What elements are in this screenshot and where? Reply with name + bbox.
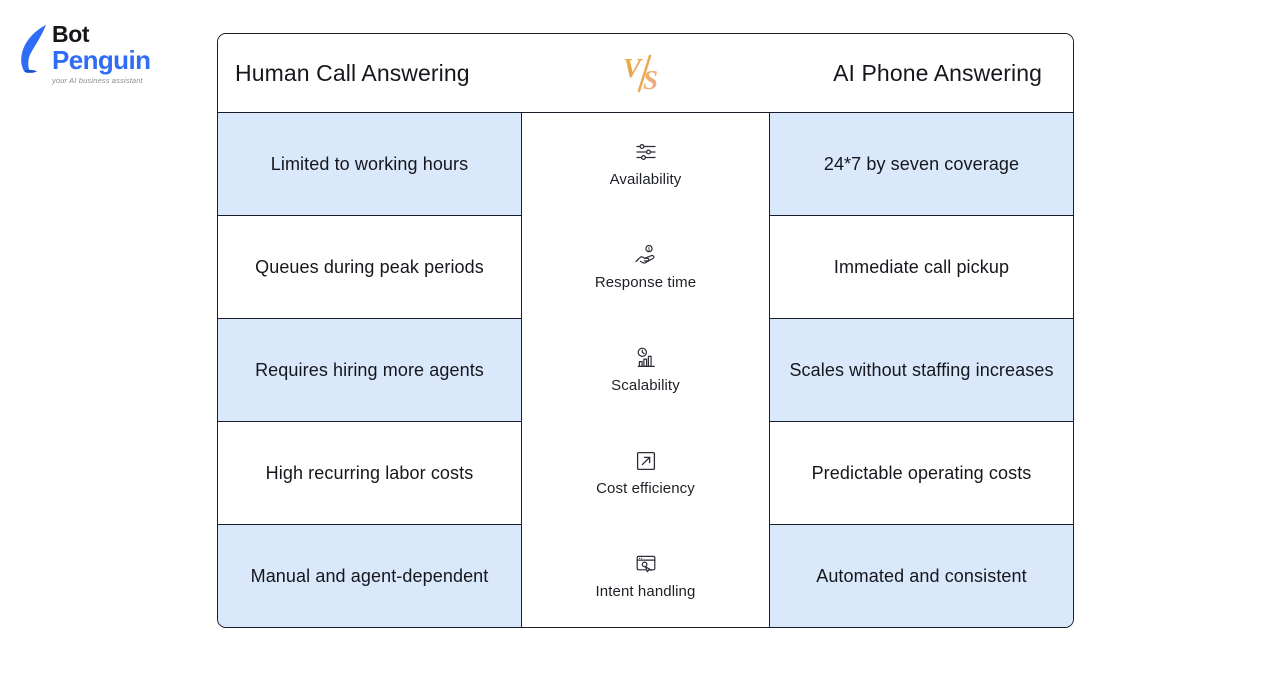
feature-row-intent-handling: Intent handling [522,524,769,627]
table-row: Manual and agent-dependent [218,525,521,627]
brand-tagline: your AI business assistant [52,76,143,85]
page-title-human: Human Call Answering [235,59,470,86]
table-row: Immediate call pickup [770,216,1073,319]
penguin-icon [16,24,50,74]
table-row: Queues during peak periods [218,216,521,319]
feature-row-cost-efficiency: Cost efficiency [522,421,769,525]
feature-row-scalability: Scalability [522,318,769,422]
brand-logo: Bot Penguin your AI business assistant [16,22,186,84]
hand-coin-icon: $ [634,243,658,267]
svg-text:V: V [623,53,643,83]
feature-row-response-time: $ Response time [522,215,769,319]
column-human: Limited to working hours Queues during p… [218,113,521,627]
table-row: 24*7 by seven coverage [770,113,1073,216]
cell-left-2: Requires hiring more agents [255,359,484,380]
cell-right-2: Scales without staffing increases [789,359,1054,380]
feature-label-availability: Availability [609,171,682,189]
comparison-table: Human Call Answering [217,33,1074,628]
comparison-table-wrapper: Human Call Answering [217,33,1074,628]
table-row: Predictable operating costs [770,422,1073,525]
brand-wordmark: Bot Penguin your AI business assistant [52,21,151,85]
sliders-icon [634,140,658,164]
feature-row-availability: Availability [522,113,769,216]
feature-label-scalability: Scalability [611,376,680,394]
svg-text:S: S [643,65,658,95]
cell-left-4: Manual and agent-dependent [250,565,489,586]
cell-right-4: Automated and consistent [816,565,1027,586]
cell-left-1: Queues during peak periods [255,256,484,277]
feature-label-response-time: Response time [594,274,697,292]
cell-left-0: Limited to working hours [270,153,469,174]
page-title-ai: AI Phone Answering [833,59,1042,86]
browser-click-icon [634,552,658,576]
table-body: Limited to working hours Queues during p… [218,113,1073,627]
arrow-up-right-box-icon [634,449,658,473]
column-features: Availability $ Response time [521,113,770,627]
vs-badge-icon: V S [620,49,672,97]
table-row: Automated and consistent [770,525,1073,627]
column-ai: 24*7 by seven coverage Immediate call pi… [770,113,1073,627]
header-cell-right: AI Phone Answering [770,60,1073,87]
table-row: Scales without staffing increases [770,319,1073,422]
table-header-row: Human Call Answering [218,34,1073,113]
cell-right-1: Immediate call pickup [833,256,1010,277]
svg-text:$: $ [647,247,650,252]
table-row: High recurring labor costs [218,422,521,525]
cell-right-0: 24*7 by seven coverage [823,153,1020,174]
cell-right-3: Predictable operating costs [811,462,1032,483]
table-row: Limited to working hours [218,113,521,216]
feature-label-cost-efficiency: Cost efficiency [596,479,695,497]
cell-left-3: High recurring labor costs [265,462,474,483]
brand-name-bot: Bot [52,21,90,47]
brand-name-penguin: Penguin [52,45,151,75]
header-cell-left: Human Call Answering [218,60,521,87]
clock-bar-chart-icon [634,346,658,370]
table-row: Requires hiring more agents [218,319,521,422]
feature-label-intent-handling: Intent handling [595,582,696,600]
header-cell-center: V S [521,49,770,97]
